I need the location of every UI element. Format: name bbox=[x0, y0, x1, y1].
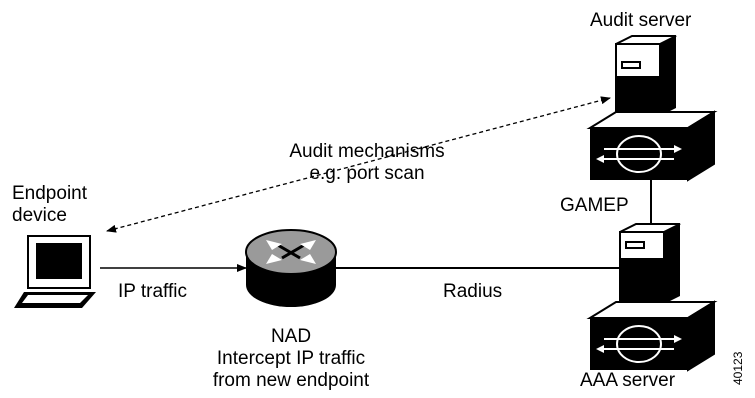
audit-mechanisms-line1: Audit mechanisms bbox=[289, 141, 445, 162]
audit-server-icon bbox=[586, 35, 718, 182]
endpoint-line1: Endpoint bbox=[12, 183, 88, 204]
nad-label-block: NAD Intercept IP traffic from new endpoi… bbox=[186, 326, 396, 392]
computer-icon bbox=[14, 235, 96, 308]
audit-mechanisms-label: Audit mechanisms e.g. port scan bbox=[262, 141, 472, 185]
gamep-label: GAMEP bbox=[560, 195, 629, 216]
ip-traffic-label: IP traffic bbox=[118, 281, 187, 302]
endpoint-line2: device bbox=[12, 205, 67, 226]
nad-desc-line1: Intercept IP traffic bbox=[216, 348, 366, 369]
router-icon bbox=[245, 229, 337, 307]
aaa-server-icon bbox=[586, 223, 718, 372]
aaa-server-label: AAA server bbox=[580, 370, 676, 391]
audit-mechanisms-link bbox=[106, 96, 611, 233]
figure-id: 40123 bbox=[731, 351, 745, 385]
audit-server-label: Audit server bbox=[590, 10, 692, 31]
nad-label: NAD bbox=[270, 326, 312, 347]
radius-label: Radius bbox=[443, 281, 503, 302]
nad-desc-line2: from new endpoint bbox=[212, 370, 370, 391]
audit-mechanisms-line2: e.g. port scan bbox=[309, 163, 425, 184]
endpoint-device-label: Endpoint device bbox=[12, 183, 87, 227]
